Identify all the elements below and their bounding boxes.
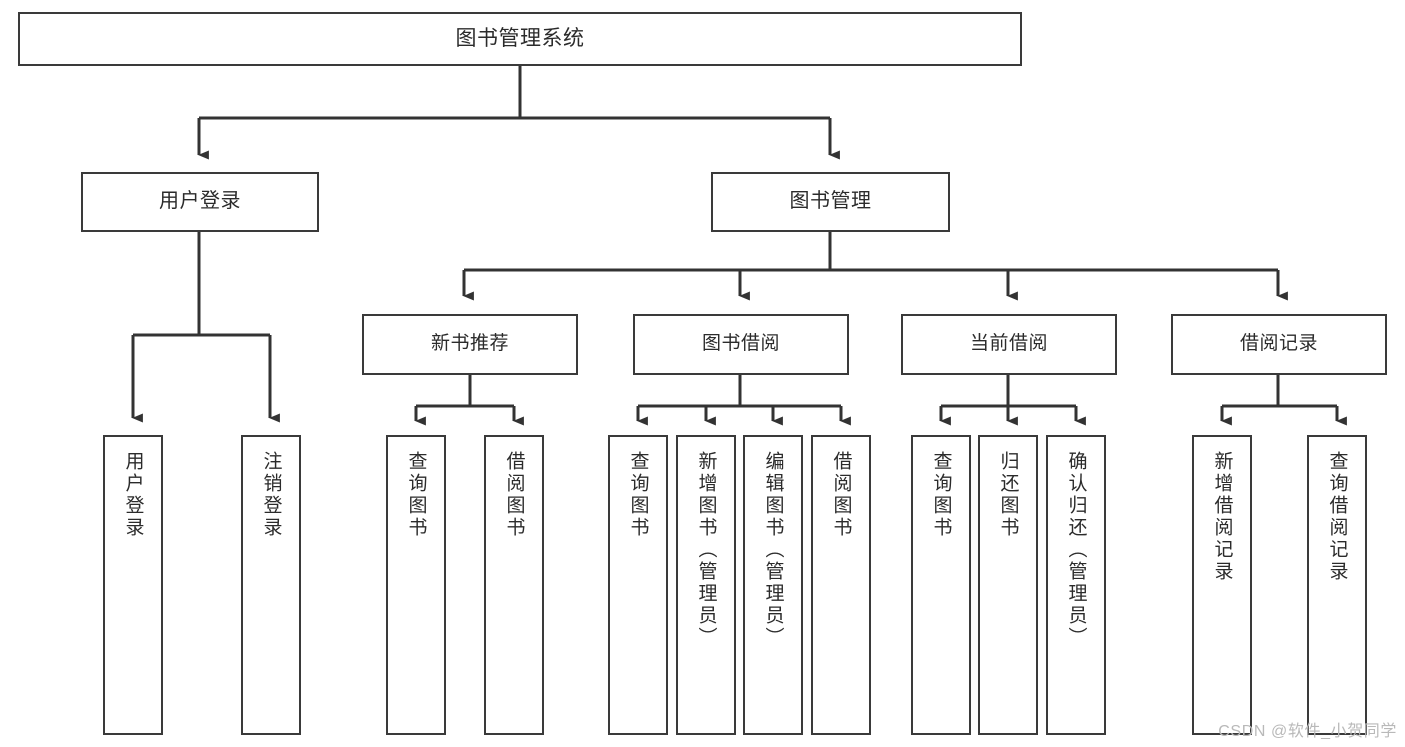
node-root[interactable]: 图书管理系统 [18, 12, 1022, 66]
watermark: CSDN @软件_小贺同学 [1218, 723, 1397, 740]
node-leaf-query-record[interactable]: 查询借阅记录 [1307, 435, 1367, 735]
node-leaf-edit-book-label: 编辑图书（管理员） [762, 451, 784, 649]
node-leaf-borrow-book-1-label: 借阅图书 [503, 451, 525, 539]
node-leaf-query-book-3-label: 查询图书 [930, 451, 952, 539]
node-user-login[interactable]: 用户登录 [81, 172, 319, 232]
node-leaf-query-book-2[interactable]: 查询图书 [608, 435, 668, 735]
node-leaf-query-record-label: 查询借阅记录 [1326, 451, 1348, 583]
node-leaf-add-book-label: 新增图书（管理员） [695, 451, 717, 649]
node-leaf-borrow-book-1[interactable]: 借阅图书 [484, 435, 544, 735]
node-book-manage-label: 图书管理 [789, 190, 872, 213]
node-leaf-user-logout[interactable]: 注销登录 [241, 435, 301, 735]
node-borrow-record[interactable]: 借阅记录 [1171, 314, 1387, 375]
node-leaf-add-book[interactable]: 新增图书（管理员） [676, 435, 736, 735]
node-leaf-add-record-label: 新增借阅记录 [1211, 451, 1233, 583]
node-leaf-query-book-2-label: 查询图书 [627, 451, 649, 539]
node-current-borrow[interactable]: 当前借阅 [901, 314, 1117, 375]
node-borrow-record-label: 借阅记录 [1239, 333, 1318, 355]
node-book-borrow-label: 图书借阅 [701, 333, 780, 355]
node-leaf-return-book-label: 归还图书 [997, 451, 1019, 539]
node-leaf-user-login[interactable]: 用户登录 [103, 435, 163, 735]
node-leaf-query-book-3[interactable]: 查询图书 [911, 435, 971, 735]
node-leaf-confirm-return-label: 确认归还（管理员） [1065, 451, 1087, 649]
node-leaf-add-record[interactable]: 新增借阅记录 [1192, 435, 1252, 735]
node-leaf-edit-book[interactable]: 编辑图书（管理员） [743, 435, 803, 735]
node-book-manage[interactable]: 图书管理 [711, 172, 950, 232]
node-new-book-recommend[interactable]: 新书推荐 [362, 314, 578, 375]
node-leaf-query-book-1[interactable]: 查询图书 [386, 435, 446, 735]
node-user-login-label: 用户登录 [159, 190, 241, 213]
node-current-borrow-label: 当前借阅 [969, 333, 1048, 355]
node-root-label: 图书管理系统 [455, 26, 585, 50]
node-leaf-borrow-book-2-label: 借阅图书 [830, 451, 852, 539]
node-leaf-user-login-label: 用户登录 [122, 451, 144, 539]
node-leaf-borrow-book-2[interactable]: 借阅图书 [811, 435, 871, 735]
node-book-borrow[interactable]: 图书借阅 [633, 314, 849, 375]
node-leaf-return-book[interactable]: 归还图书 [978, 435, 1038, 735]
node-leaf-confirm-return[interactable]: 确认归还（管理员） [1046, 435, 1106, 735]
node-leaf-user-logout-label: 注销登录 [260, 451, 282, 539]
node-new-book-recommend-label: 新书推荐 [430, 333, 509, 355]
node-leaf-query-book-1-label: 查询图书 [405, 451, 427, 539]
